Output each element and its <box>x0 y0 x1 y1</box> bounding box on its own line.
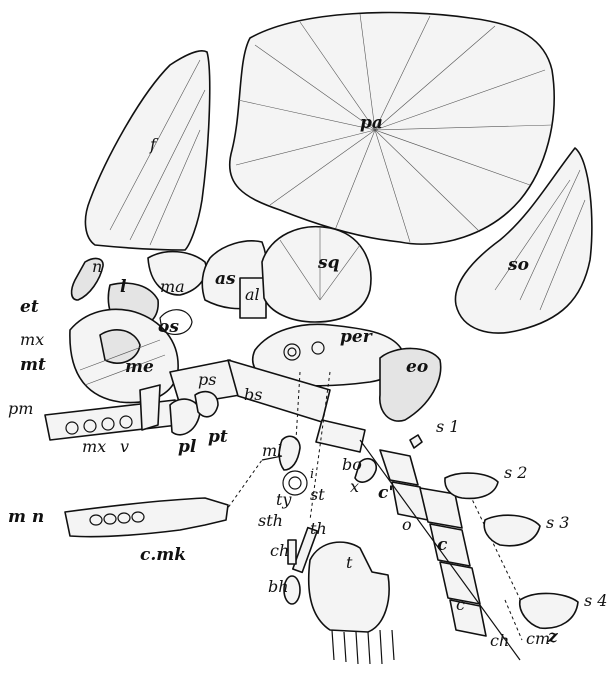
label-th: th <box>310 519 327 538</box>
label-s4: s 4 <box>584 591 607 610</box>
sternebra-2 <box>445 473 498 498</box>
label-i: i <box>310 467 314 482</box>
label-sth: sth <box>258 511 283 530</box>
label-c-mid: c <box>437 535 448 555</box>
label-so: so <box>507 255 529 275</box>
palatine-bone <box>170 399 200 435</box>
label-mx-upper: mx <box>20 330 44 349</box>
label-mn: m n <box>8 507 44 527</box>
label-os: os <box>158 317 179 337</box>
label-x: x <box>350 477 359 496</box>
vomer-bone <box>140 385 160 430</box>
parietal-bone <box>230 13 555 245</box>
frontal-bone <box>85 51 209 250</box>
label-et: et <box>20 297 39 317</box>
label-s3: s 3 <box>546 513 569 532</box>
label-ps: ps <box>198 370 216 389</box>
label-pl: pl <box>178 437 197 457</box>
label-t: t <box>346 553 353 572</box>
sternebra-1 <box>410 435 422 448</box>
label-ml: ml <box>262 441 282 460</box>
label-ch-left: ch <box>270 541 289 560</box>
mandible <box>65 498 228 537</box>
label-sq: sq <box>317 253 340 273</box>
label-pt: pt <box>208 427 228 447</box>
label-ma: ma <box>160 277 185 296</box>
label-c-prime: c' <box>378 483 394 503</box>
label-c-low: c <box>456 595 465 614</box>
label-ty: ty <box>276 490 292 509</box>
label-as: as <box>215 269 236 289</box>
label-cmk: c.mk <box>140 545 186 565</box>
label-s2: s 2 <box>504 463 527 482</box>
basioccipital-bone <box>316 420 365 452</box>
label-pa: pa <box>360 113 383 133</box>
label-v: v <box>120 437 129 456</box>
squamosal-bone <box>262 227 371 322</box>
sternebra-4 <box>520 593 578 628</box>
label-mt: mt <box>20 355 46 375</box>
label-cm: cm <box>526 629 550 648</box>
label-bh: bh <box>268 577 289 596</box>
sternebra-3 <box>484 515 540 546</box>
label-n: n <box>92 257 102 276</box>
label-o: o <box>402 515 412 534</box>
label-l: l <box>120 277 127 297</box>
label-eo: eo <box>406 357 428 377</box>
label-al: al <box>245 285 260 304</box>
label-pm: pm <box>8 399 33 418</box>
label-s1: s 1 <box>436 417 459 436</box>
pterygoid-bone <box>195 392 218 417</box>
label-st: st <box>310 485 325 504</box>
label-mx-lower: mx <box>82 437 106 456</box>
label-bo: bo <box>342 455 362 474</box>
label-me: me <box>125 357 154 377</box>
label-z: z <box>547 627 558 647</box>
label-ch-right: ch <box>490 631 509 650</box>
label-bs: bs <box>244 385 262 404</box>
connector-line <box>225 460 262 512</box>
label-per: per <box>340 327 373 347</box>
